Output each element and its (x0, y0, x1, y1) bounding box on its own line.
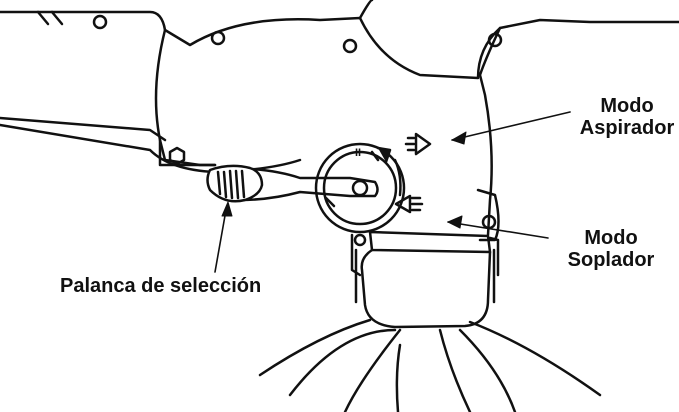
housing-inner-curve (358, 0, 374, 20)
lever-grip-ridge-5 (240, 169, 246, 199)
top-mark-1 (36, 10, 50, 26)
bag-fold-3 (343, 328, 402, 412)
lever-pivot (351, 179, 369, 197)
lever-grip-ridge-2 (222, 170, 228, 199)
screw-upper-body (210, 30, 226, 46)
dial-outer-ring (314, 142, 406, 234)
bag-fold-4 (438, 328, 472, 412)
label-aspirador-line1: Modo (600, 95, 654, 117)
label-aspirador-line2: Aspirador (579, 117, 675, 139)
arrow-soplador-line (447, 221, 549, 239)
body-left-panel (158, 138, 217, 167)
arrow-palanca-line (214, 209, 227, 273)
dial-mark-top: II (355, 147, 361, 159)
label-modo-aspirador: Modo Aspirador (572, 95, 679, 139)
box-body (360, 248, 492, 329)
label-palanca-seleccion: Palanca de selección (60, 275, 262, 297)
lever-grip-ridge-4 (234, 169, 240, 200)
lever-arm (223, 166, 379, 202)
housing-right-edge (478, 26, 502, 237)
upper-housing-outline (0, 10, 679, 80)
dial-pointer (376, 146, 392, 164)
left-tube-bottom (0, 123, 217, 174)
bag-fold-2 (458, 328, 517, 412)
label-soplador-line2: Soplador (567, 249, 655, 271)
vacuum-icon-arrow (414, 132, 432, 156)
top-mark-2 (50, 10, 64, 26)
dial-mark-top-right (370, 150, 380, 162)
bag-outline (258, 318, 602, 397)
lever-grip-ridge-3 (228, 169, 234, 200)
blower-icon-arrow (394, 194, 412, 214)
hex-nut (168, 146, 186, 166)
label-modo-soplador: Modo Soplador (556, 227, 666, 271)
upper-left-curve (154, 28, 217, 167)
screw-top-left (92, 14, 108, 30)
screw-upper-right (487, 32, 503, 48)
bag-fold-1 (288, 328, 397, 397)
arrow-soplador-head (447, 215, 463, 229)
left-tube-top (0, 116, 167, 142)
box-left-tab (350, 233, 362, 277)
arrow-aspirador-line (451, 111, 571, 141)
box-left-knob (353, 233, 367, 247)
lever-grip (206, 164, 264, 203)
box-right-tab (488, 236, 500, 277)
dial-bracket-right (393, 158, 402, 197)
label-soplador-line1: Modo (584, 227, 638, 249)
bag-fold-5 (395, 343, 402, 412)
vacuum-icon-lines (404, 136, 416, 152)
dial-mark-left (324, 196, 336, 208)
dial-inner-ring (322, 150, 398, 226)
box-top-rim (368, 230, 492, 254)
arrow-aspirador-head (451, 131, 467, 145)
arrow-palanca-head (221, 201, 233, 217)
screw-upper-mid (342, 38, 358, 54)
blower-icon-lines (410, 196, 424, 212)
lever-grip-ridge-1 (216, 170, 222, 196)
